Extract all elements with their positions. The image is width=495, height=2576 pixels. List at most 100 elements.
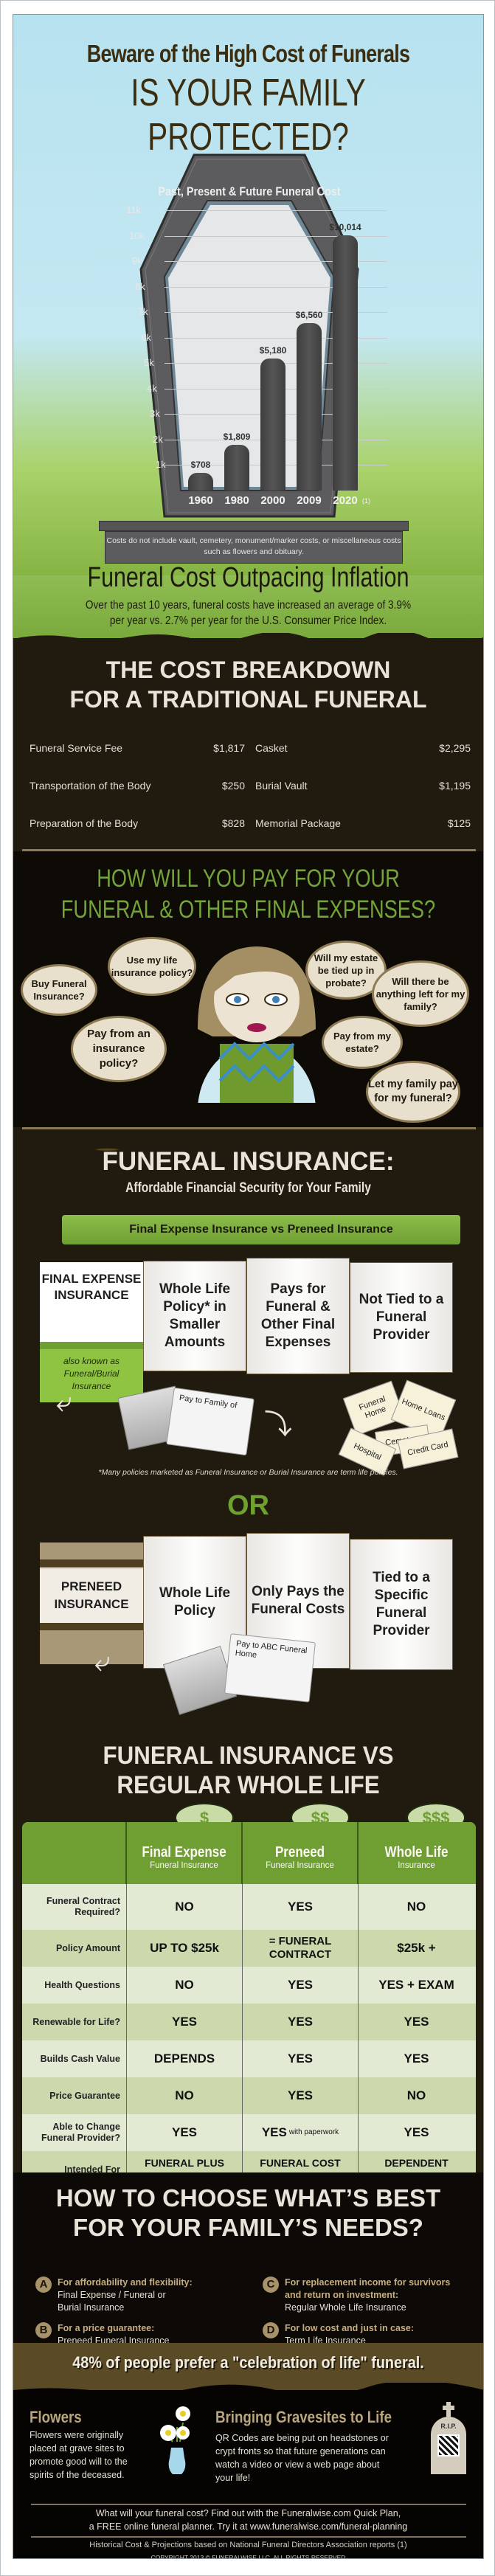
- footer-background: [13, 2390, 483, 2558]
- cost-value: $250: [221, 779, 245, 792]
- table-cell: $25k +: [397, 1941, 436, 1955]
- comparison-table: Final Expense Funeral Insurance Preneed …: [22, 1822, 476, 2188]
- row-label: Renewable for Life?: [22, 2004, 127, 2040]
- x-tick-label: 2009: [297, 494, 322, 507]
- table-cell: = FUNERAL CONTRACT: [243, 1930, 359, 1967]
- tag-divider: [40, 1342, 143, 1349]
- column-title: Final Expense: [142, 1844, 226, 1860]
- bar-value-label: $5,180: [259, 345, 287, 356]
- thought-bubble: Buy Funeral Insurance?: [21, 964, 97, 1016]
- fold-panel: Not Tied to a Funeral Provider: [350, 1262, 453, 1373]
- option-heading: For replacement income for survivors and…: [285, 2277, 451, 2300]
- chart-title: Past, Present & Future Funeral Cost: [158, 184, 341, 198]
- option-c: C For replacement income for survivors a…: [263, 2276, 477, 2314]
- y-tick-label: 1k: [156, 459, 166, 471]
- thought-bubble: Pay from an insurance policy?: [71, 1016, 167, 1082]
- comparison-title: FUNERAL INSURANCE VS REGULAR WHOLE LIFE: [32, 1741, 464, 1800]
- pay-title-line-2: FUNERAL & OTHER FINAL EXPENSES?: [60, 896, 436, 924]
- cost-value: $1,817: [213, 741, 245, 754]
- cost-label: Burial Vault: [255, 779, 308, 792]
- plot-area: $708$1,809$5,180$6,560$10,014: [165, 210, 387, 491]
- table-cell: YES: [243, 1884, 359, 1930]
- celebration-stat: 48% of people prefer a "celebration of l…: [72, 2353, 424, 2372]
- table-cell: YES: [243, 1967, 359, 2004]
- table-cell: YES: [243, 2004, 359, 2040]
- table-cell: YES: [404, 2125, 429, 2139]
- gridline: [165, 235, 387, 237]
- gravesites-title: Bringing Gravesites to Life: [215, 2408, 392, 2426]
- cell-note: with paperwork: [288, 2128, 339, 2136]
- thought-bubble: Pay from my estate?: [322, 1016, 403, 1069]
- column-title: Whole Life: [384, 1844, 449, 1860]
- fold-panel: Tied to a Specific Funeral Provider: [350, 1539, 453, 1670]
- row-label: Health Questions: [22, 1967, 127, 2004]
- gridline: [165, 210, 387, 211]
- table-cell: YES: [243, 2077, 359, 2114]
- final-expense-tag: FINAL EXPENSE INSURANCE: [40, 1262, 143, 1342]
- breakdown-title: THE COST BREAKDOWN FOR A TRADITIONAL FUN…: [13, 655, 483, 714]
- soil-edge-icon: [13, 633, 483, 643]
- cost-row: Transportation of the Body $250 Burial V…: [30, 766, 471, 804]
- worried-woman-icon: [198, 946, 316, 1103]
- gridline: [165, 337, 387, 339]
- row-label: Builds Cash Value: [22, 2040, 127, 2077]
- y-tick-label: 10k: [129, 229, 145, 241]
- table-cell: DEPENDS: [127, 2040, 243, 2077]
- cta-link[interactable]: a FREE online funeral planner. Try it at…: [89, 2521, 408, 2532]
- preneed-tag: PRENEED INSURANCE: [40, 1568, 143, 1623]
- aka-label: also known as Funeral/Burial Insurance: [40, 1349, 143, 1402]
- breakdown-title-line-1: THE COST BREAKDOWN: [105, 657, 391, 683]
- choose-title-line-1: HOW TO CHOOSE WHAT’S BEST: [55, 2184, 441, 2212]
- y-tick-label: 11k: [126, 204, 141, 215]
- y-tick-label: 4k: [147, 382, 157, 394]
- flowers-body: Flowers were originally placed at grave …: [30, 2430, 128, 2480]
- table-cell: YES: [243, 2040, 359, 2077]
- or-label: OR: [227, 1490, 269, 1521]
- inflation-band: [13, 575, 483, 638]
- column-subtitle: Funeral Insurance: [150, 1861, 218, 1870]
- thought-bubble: Will my estate be tied up in probate?: [305, 941, 387, 1000]
- letter-badge: D: [263, 2322, 279, 2338]
- y-tick-label: 3k: [150, 408, 160, 420]
- bar: [188, 472, 213, 491]
- column-header: Final Expense Funeral Insurance: [127, 1822, 243, 1884]
- option-a: A For affordability and flexibility: Fin…: [35, 2276, 249, 2314]
- thought-bubble: Will there be anything left for my famil…: [372, 960, 469, 1027]
- letter-badge: C: [263, 2276, 279, 2293]
- arrow-right-icon: ⤵: [264, 1410, 293, 1441]
- y-tick-label: 6k: [141, 331, 151, 343]
- bar: [297, 323, 322, 491]
- y-tick-label: 2k: [153, 433, 163, 445]
- option-body: Final Expense / Funeral or Burial Insura…: [58, 2290, 166, 2313]
- cost-value: $125: [447, 817, 471, 829]
- table-cell: NO: [127, 2077, 243, 2114]
- table-cell: NO: [406, 1900, 426, 1914]
- divider: [31, 2504, 466, 2505]
- row-label: Policy Amount: [22, 1930, 127, 1967]
- bar-value-label: $10,014: [329, 222, 361, 233]
- row-label: Intended For: [22, 2151, 127, 2188]
- pay-title-line-1: HOW WILL YOU PAY FOR YOUR: [97, 865, 400, 893]
- headstone-base: [99, 521, 409, 531]
- table-cell: YES: [127, 2114, 243, 2151]
- flowers-title: Flowers: [30, 2408, 82, 2426]
- table-body: Funeral Contract Required? NO YES NO Pol…: [22, 1884, 476, 2188]
- bar-value-label: $1,809: [223, 431, 251, 442]
- x-tick-label: 1980: [224, 494, 249, 507]
- option-heading: For affordability and flexibility:: [58, 2277, 193, 2288]
- header-title: Beware of the High Cost of Funerals: [86, 40, 410, 67]
- x-tick-label: 2020: [333, 494, 358, 507]
- table-cell: YES with paperwork: [243, 2114, 359, 2151]
- flower-vase-icon: [160, 2406, 190, 2474]
- x-axis-footnote-marker: (1): [362, 497, 370, 505]
- row-label: Price Guarantee: [22, 2077, 127, 2114]
- row-label: Able to Change Funeral Provider?: [22, 2114, 127, 2151]
- chart-headstone: Past, Present & Future Funeral Cost 1k 2k…: [91, 140, 408, 524]
- check-icon: Pay to ABC Funeral Home: [224, 1633, 316, 1703]
- cell-value: YES: [261, 2125, 287, 2139]
- table-row: Health Questions NO YES YES + EXAM: [22, 1967, 476, 2004]
- inflation-line-2: per year vs. 2.7% per year for the U.S. …: [109, 614, 387, 627]
- skyline-edge-icon: [13, 2383, 483, 2399]
- choose-title-line-2: FOR YOUR FAMILY’S NEEDS?: [73, 2214, 423, 2241]
